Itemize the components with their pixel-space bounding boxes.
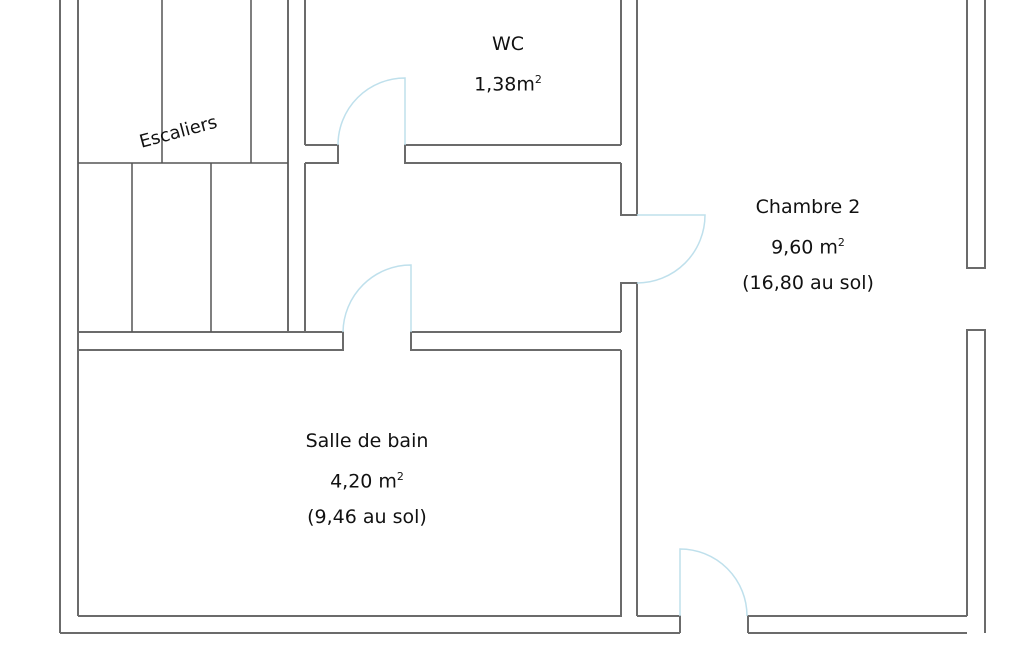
room-floor-area: (9,46 au sol) xyxy=(307,506,427,529)
walls xyxy=(59,0,986,634)
room-name: Chambre 2 xyxy=(755,196,861,218)
room-area: 4,20 m2 xyxy=(330,470,404,493)
room-label-bathroom: Salle de bain 4,20 m2 (9,46 au sol) xyxy=(306,423,429,535)
room-name: Salle de bain xyxy=(305,430,429,452)
room-name: WC xyxy=(491,33,525,55)
doors xyxy=(337,77,748,617)
room-label-chambre-2: Chambre 2 9,60 m2 (16,80 au sol) xyxy=(742,189,874,301)
entry-door xyxy=(679,548,748,617)
room-area: 1,38m2 xyxy=(474,73,542,96)
room-label-wc: WC 1,38m2 xyxy=(474,26,542,102)
bathroom-door xyxy=(342,264,412,333)
wc-door xyxy=(337,77,406,146)
stairs xyxy=(78,0,288,332)
room-floor-area: (16,80 au sol) xyxy=(742,272,874,295)
room-area: 9,60 m2 xyxy=(771,236,845,259)
chambre-door xyxy=(636,214,706,284)
